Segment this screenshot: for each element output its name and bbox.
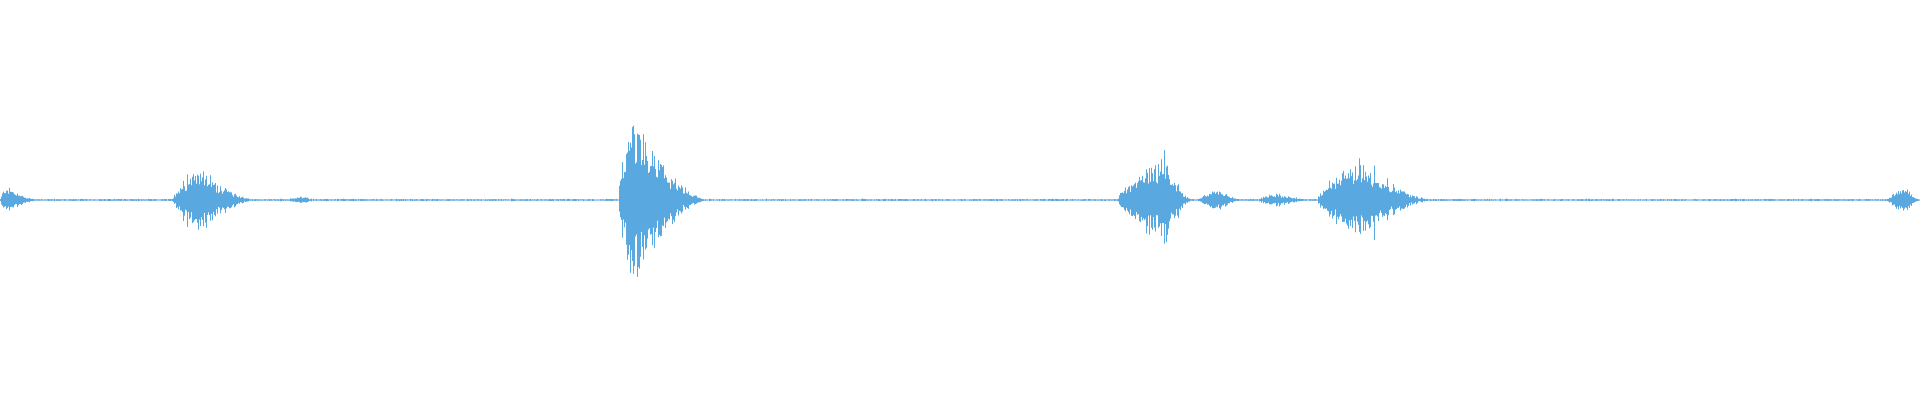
waveform-samples bbox=[0, 125, 1920, 277]
